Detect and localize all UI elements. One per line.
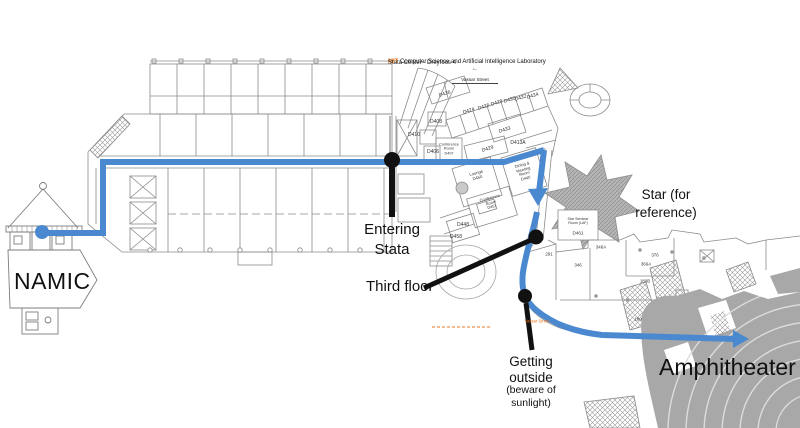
left-building-plan [87,58,393,266]
annotation-markers [384,152,544,351]
sunlight-note: (beware of sunlight) [506,384,556,409]
entering-stata-label: Entering Stata [364,221,420,258]
route-start-dot [35,225,49,239]
getting-outside-marker-dot [518,289,532,303]
getting-outside-label: Getting outside [509,354,553,386]
third-floor-marker-dot [528,229,544,245]
street-sign-label: Vassar Street [452,77,498,84]
map-header-title: MIT Computer Science and Artificial Inte… [388,52,546,66]
route-arrow-end-icon [733,330,749,348]
third-floor-pointer-line [422,237,533,291]
namic-label: NAMIC [14,268,91,294]
namic-building-plan [5,182,98,335]
map-header-subtitle: Stata Center - Dreyfoos 4 [388,60,457,66]
third-floor-label: Third floor [366,278,434,295]
route-arrow-down-icon [528,188,548,206]
getting-outside-pointer-line [523,302,535,351]
star-reference-label: Star (for reference) [635,187,697,220]
street-arrow-icon: ← [472,66,478,72]
amphitheater-label: Amphitheater [659,354,796,380]
header-lab-text: Computer Science and Artificial Intellig… [398,59,546,65]
entering-stata-marker-dot [384,152,400,168]
vassar-street-sign: ← Vassar Street [452,62,498,89]
mit-logo-text: MIT [388,59,399,65]
amphitheater-area-shape [641,268,800,428]
